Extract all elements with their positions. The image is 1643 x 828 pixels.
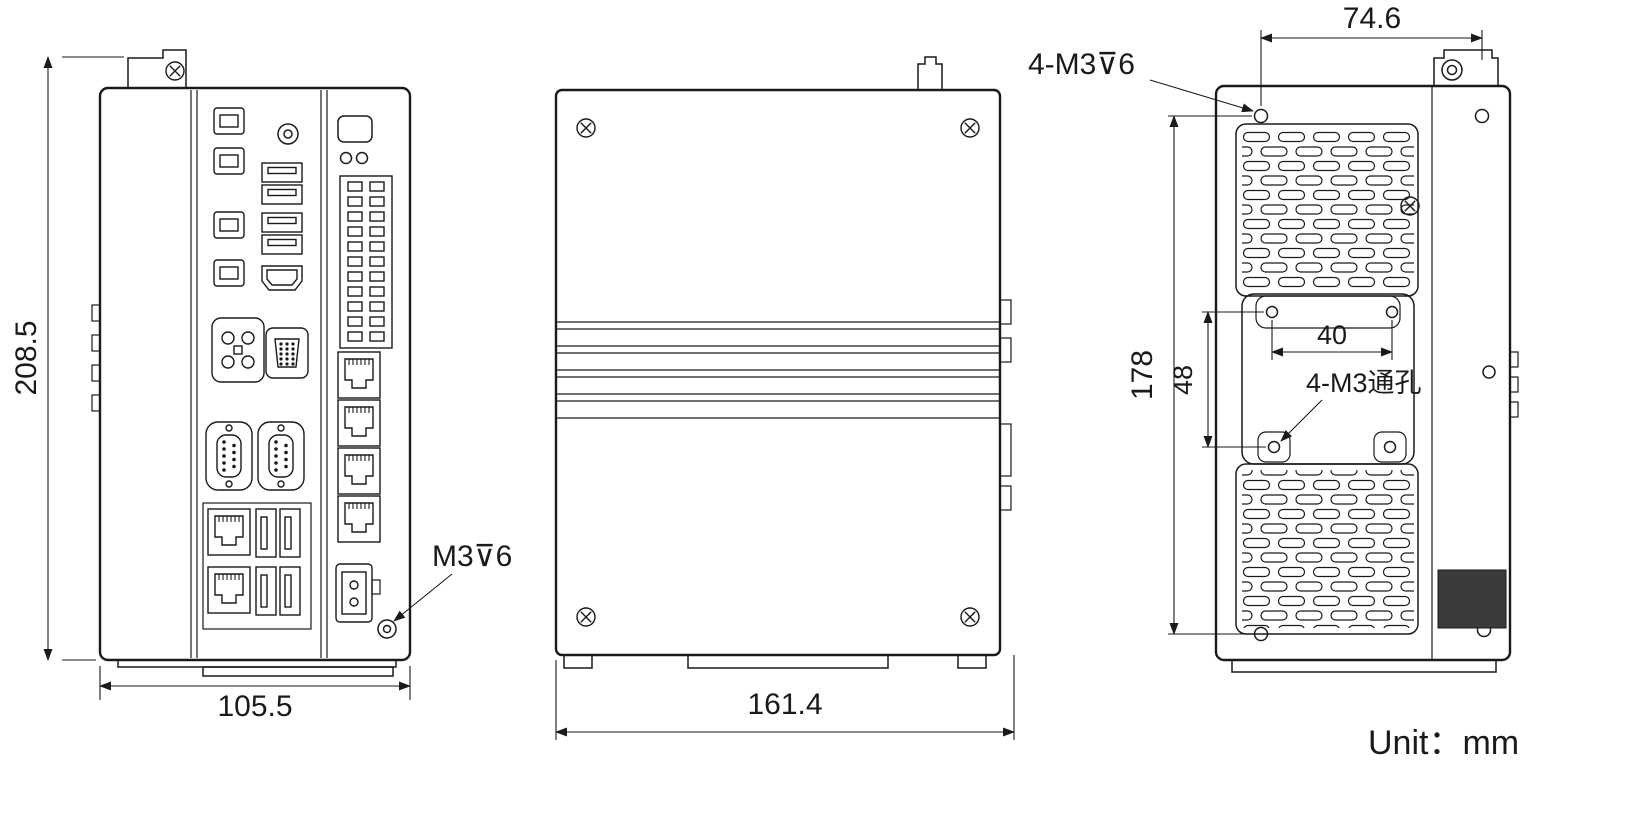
rj45-port [207,566,251,614]
hdmi-port [261,265,303,291]
io-connector [213,147,245,175]
corner-screw-icon [960,118,980,138]
front-base [117,659,397,677]
left-heatsink-fins [91,304,101,412]
io-connector [213,107,245,135]
dim-side-width: 161.4 [747,688,822,721]
led-indicator [355,151,369,165]
note-through-holes: 4-M3通孔 [1306,368,1422,398]
dim-front-height: 208.5 [10,320,43,395]
side-view [554,56,1012,669]
through-hole [1385,305,1399,319]
back-edge-fins [1509,351,1519,418]
rj45-port [337,495,381,543]
dim-back-height: 178 [1126,350,1159,400]
usb-port [279,508,301,558]
db9-serial-port [205,421,253,491]
vga-port [265,327,309,379]
audio-jack [277,123,299,145]
din-clip [127,49,187,88]
db9-serial-port [257,421,305,491]
clip-ring [1441,59,1463,81]
lan-usb-cluster [202,502,312,630]
io-connector [213,259,245,287]
side-grooves [556,321,1000,419]
through-hole [1267,440,1281,454]
through-hole [1383,440,1397,454]
din-clip-back [1433,49,1499,86]
rj45-port [337,447,381,495]
m3-tapped-hole [1474,108,1490,124]
side-edge-connectors [999,299,1012,511]
label-panel [1437,569,1507,629]
audio-jack-pin [283,129,293,139]
usb-port [255,566,277,616]
front-view [91,49,412,677]
clip-screw-icon [165,61,185,81]
power-din-connector [211,317,265,383]
back-base [1231,659,1497,673]
usb-port [261,162,303,183]
usb-port [261,184,303,205]
back-view [1214,49,1519,673]
dimension-annotations: 208.5 105.5 M3⊽6 161.4 74.6 4-M3⊽6 178 4… [10,2,1519,762]
rj45-port [337,399,381,447]
front-body-outline [98,86,412,662]
side-body-outline [554,88,1002,657]
power-button [337,115,373,143]
note-back-top-screws: 4-M3⊽6 [1028,48,1135,81]
led-indicator [339,151,353,165]
power-input-connector [335,563,373,623]
usb-port [261,234,303,255]
usb-port [255,508,277,558]
corner-screw-icon [960,607,980,627]
usb-port [279,566,301,616]
dim-back-top-spacing: 74.6 [1343,2,1401,35]
usb-port [261,212,303,233]
rj45-port [337,351,381,399]
din-clip-side [917,56,943,90]
m3-screw-hole [377,619,397,639]
unit-label: Unit：mm [1368,724,1519,762]
m3-tapped-hole [1253,626,1269,642]
io-connector [213,211,245,239]
terminal-block [339,175,393,349]
dim-bracket-horizontal: 40 [1317,320,1347,350]
panel-hole [1482,365,1496,379]
side-base [563,654,987,669]
note-front-screw: M3⊽6 [432,540,512,573]
corner-screw-icon [576,607,596,627]
dim-front-width: 105.5 [217,690,292,723]
through-hole [1265,305,1279,319]
corner-screw-icon [576,118,596,138]
dim-bracket-vertical: 48 [1168,365,1198,395]
rj45-port [207,508,251,556]
m3-tapped-hole [1253,108,1269,124]
